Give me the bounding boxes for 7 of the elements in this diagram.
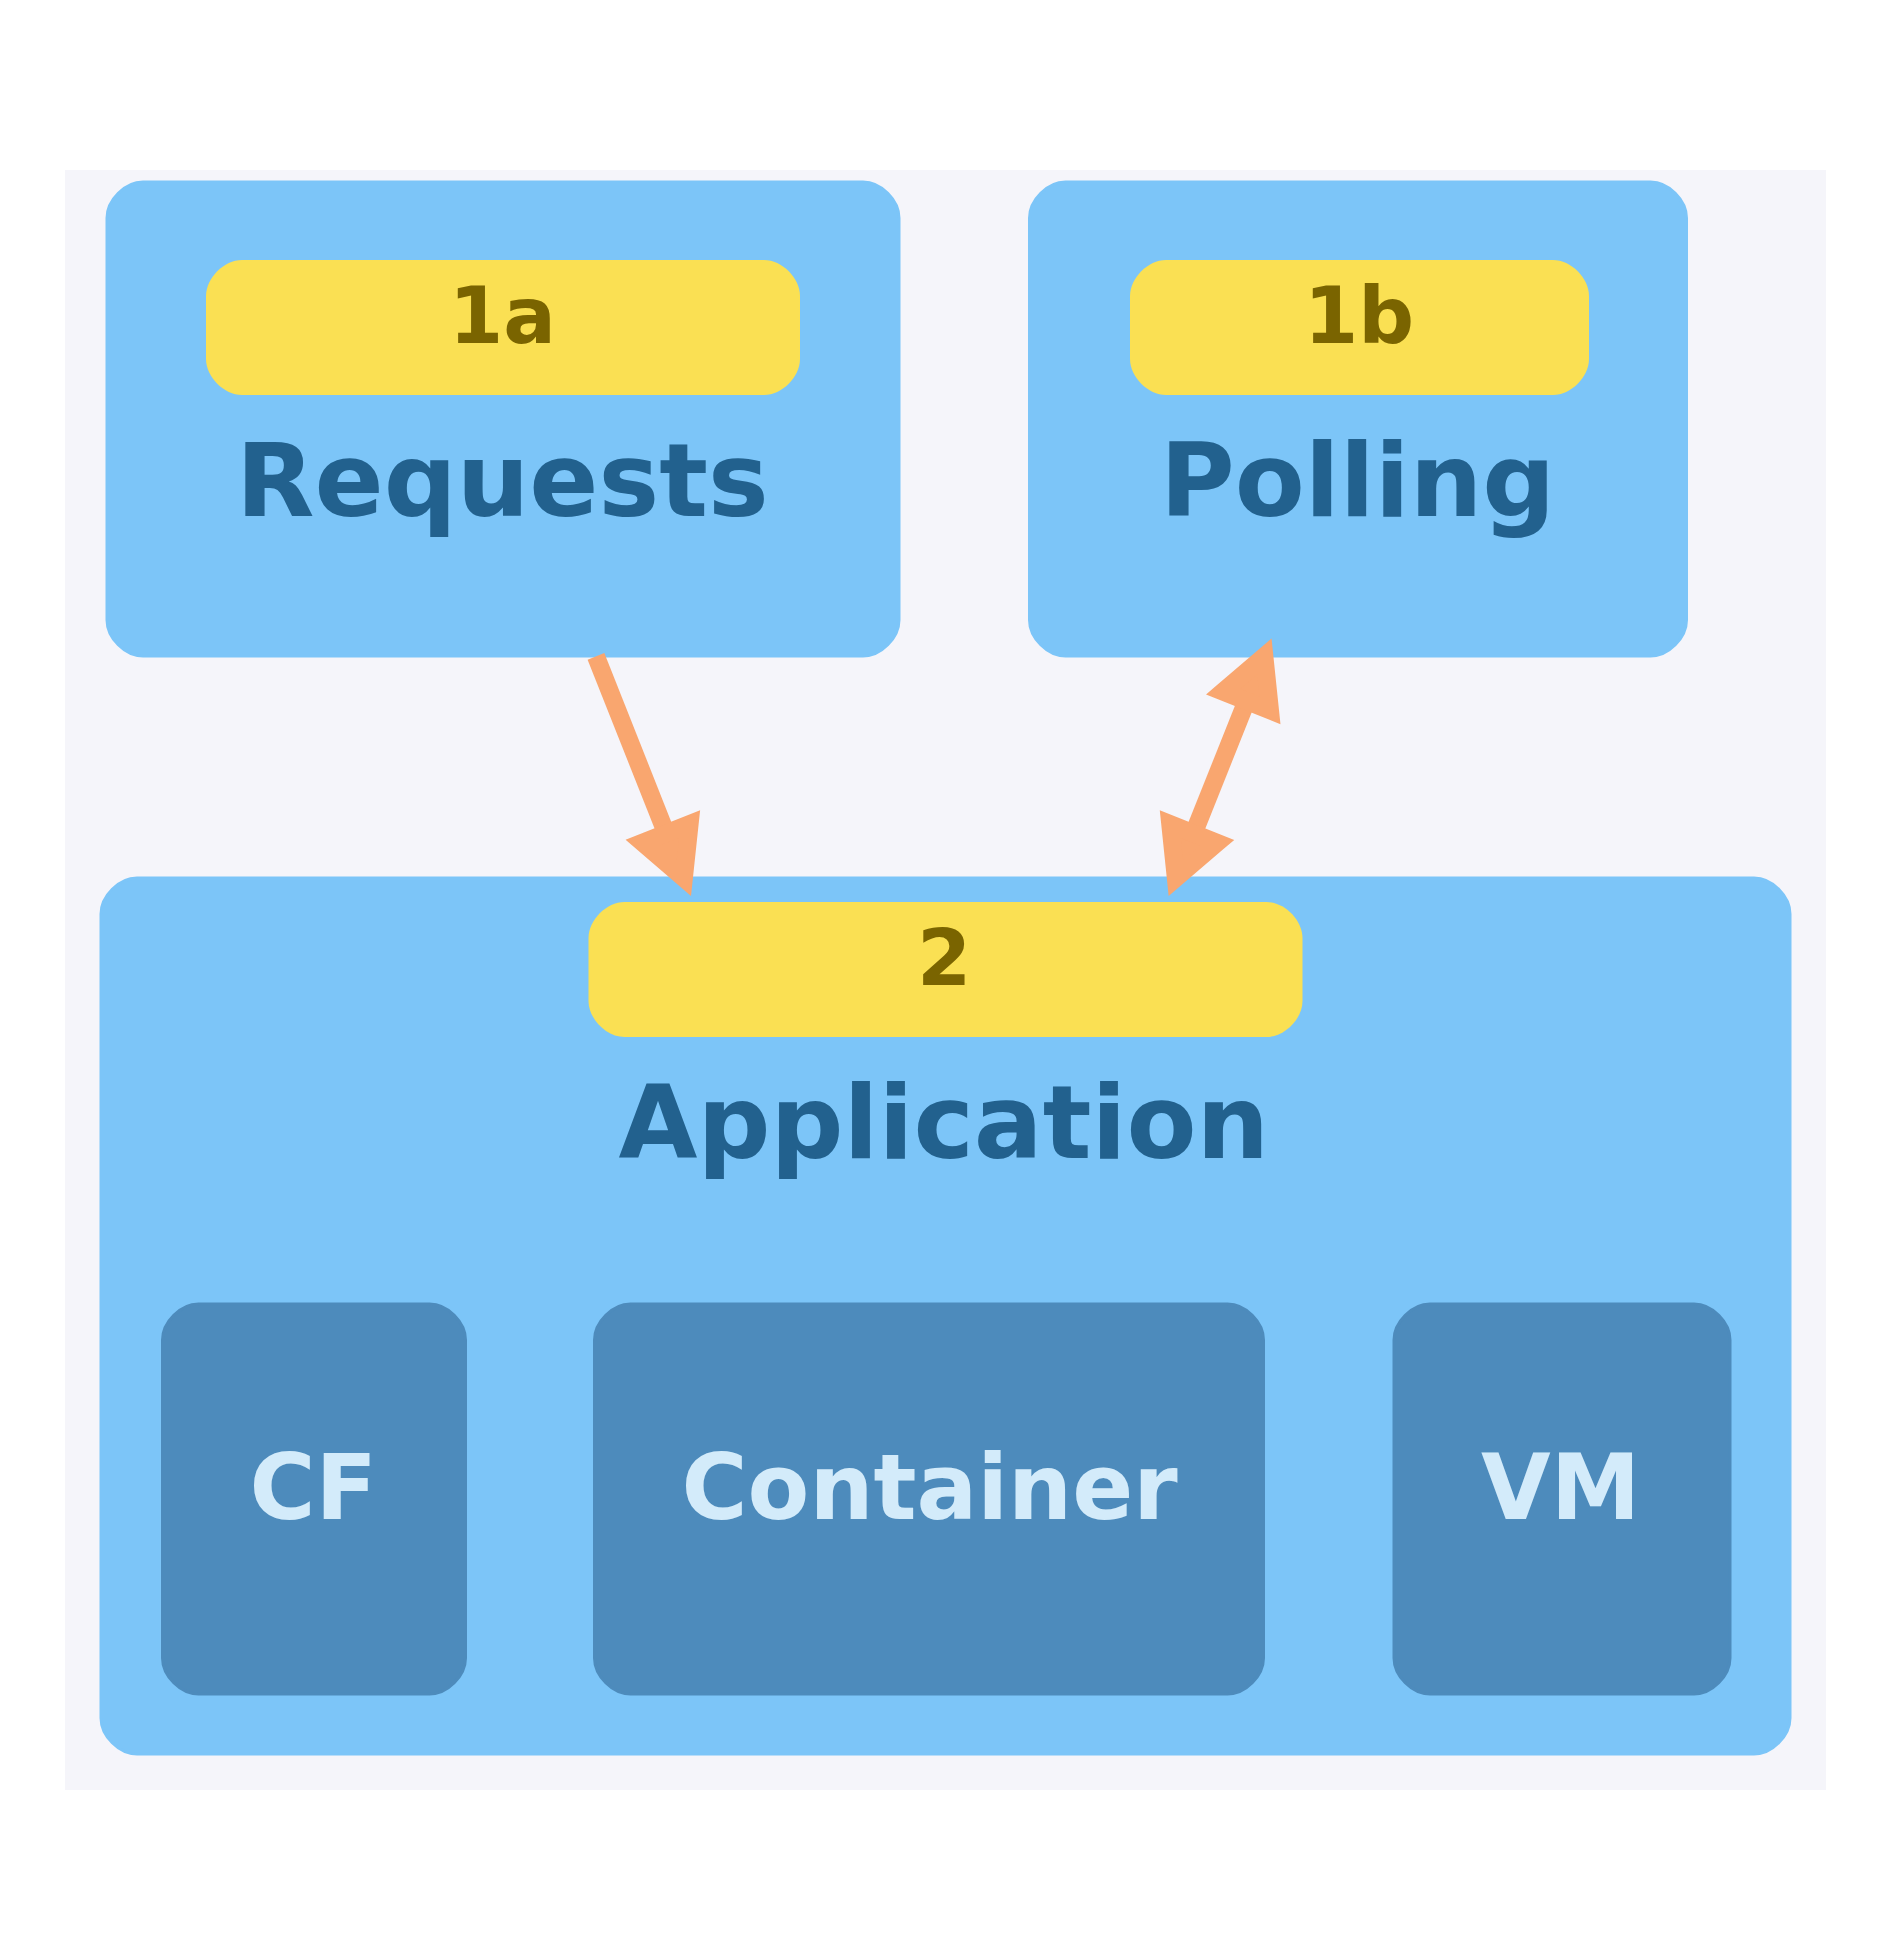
node-box: Container <box>593 1302 1265 1695</box>
node-box: CF <box>161 1302 467 1695</box>
arrow <box>1159 637 1281 896</box>
node-box: 1b Polling <box>1028 180 1688 657</box>
node-box: VM <box>1392 1302 1732 1695</box>
node-box: 1a Requests <box>105 180 901 657</box>
arrow <box>587 652 701 896</box>
